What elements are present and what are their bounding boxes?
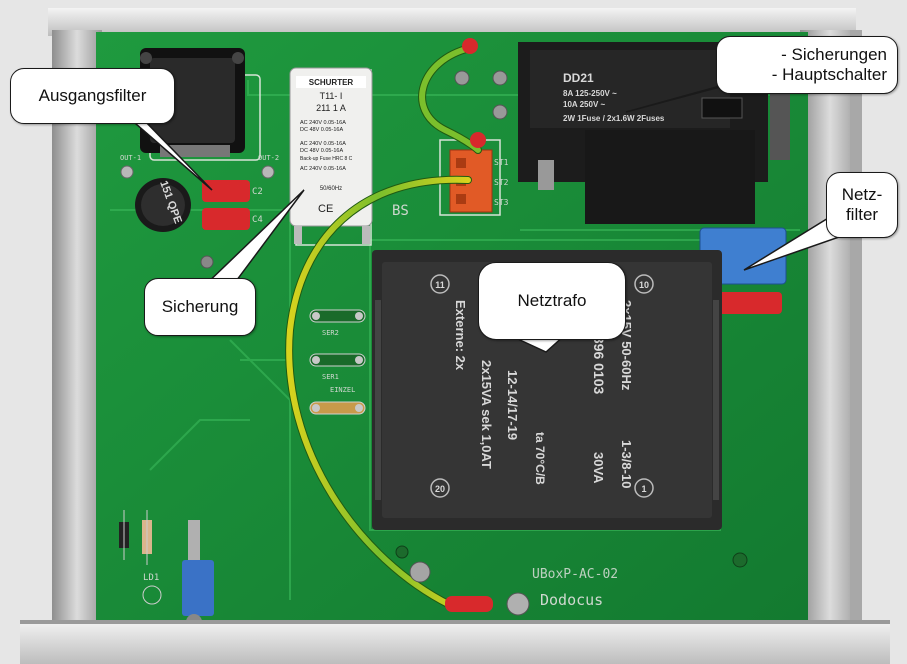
switch-fuse-module: DD21 8A 125-250V ~ 10A 250V ~ 2W 1Fuse /…: [518, 42, 790, 224]
pcb-board-id: UBoxP-AC-02: [532, 567, 618, 582]
callout-sicherung-text: Sicherung: [161, 297, 239, 317]
fuse-ce-mark: CE: [318, 203, 333, 215]
fuse-hz: 50/60Hz: [320, 186, 342, 192]
callout-netzfilter: Netz- filter: [826, 172, 898, 238]
callout-sicherungen: - Sicherungen - Hauptschalter: [716, 36, 898, 94]
callout-ausgangsfilter-text: Ausgangsfilter: [38, 86, 147, 106]
pcb-label-ser2: SER2: [322, 329, 339, 337]
pcb-label-st3: ST3: [494, 198, 509, 207]
switch-rating-1: 8A 125-250V ~: [563, 89, 617, 98]
fuse-rating-5: AC 240V 0.05-16A: [300, 166, 346, 172]
pcb-label-ld1: LD1: [143, 573, 159, 583]
fuse-part: 211 1 A: [316, 103, 346, 113]
pcb-label-bs: BS: [392, 203, 409, 219]
fuse-rating-2: DC 48V 0.05-16A: [300, 127, 343, 133]
callout-netztrafo-text: Netztrafo: [517, 291, 587, 311]
pcb-label-st2: ST2: [494, 178, 509, 187]
trafo-text-sek: 2x15VA sek 1,0AT: [479, 360, 494, 469]
callout-sicherung: Sicherung: [144, 278, 256, 336]
enclosure-right-edge: [850, 30, 862, 630]
pcb-label-einzel: EINZEL: [330, 386, 355, 394]
fuse-rating-1: AC 240V 0.05-16A: [300, 120, 346, 126]
enclosure-front-rail: [20, 620, 890, 664]
pcb-label-st1: ST1: [494, 158, 509, 167]
callout-sicherungen-line2: - Hauptschalter: [771, 65, 887, 84]
fuse-brand: SCHURTER: [309, 78, 354, 87]
mains-transformer: 11 20 10 1 Externe: 2x 2x15VA sek 1,0AT …: [372, 250, 722, 530]
switch-rating-3: 2W 1Fuse / 2x1.6W 2Fuses: [563, 114, 665, 123]
pcb-label-c4: C4: [252, 215, 263, 225]
pcb-label-out1: OUT-1: [120, 154, 141, 162]
jumper-pads: [309, 309, 366, 415]
callout-ausgangsfilter: Ausgangsfilter: [10, 68, 175, 124]
callout-netzfilter-line1: Netz-: [841, 185, 883, 205]
fuse-model: T11- I: [320, 91, 343, 101]
pcb-maker: Dodocus: [540, 591, 603, 609]
trafo-text-pins-sec: 12-14/17-19: [505, 370, 520, 440]
wire-crimps: [445, 38, 530, 616]
trafo-pin-1: 1: [641, 484, 646, 494]
fuse-rating-3: AC 240V 0.05-16A: [300, 141, 346, 147]
enclosure-top-rail: [48, 8, 856, 36]
trafo-pin-11: 11: [435, 280, 445, 290]
callout-netzfilter-line2: filter: [845, 205, 879, 224]
trafo-text-externe: Externe: 2x: [453, 300, 468, 371]
fuse-backup: Back-up Fuse HRC 8 C: [300, 156, 353, 162]
switch-model: DD21: [563, 71, 594, 85]
trafo-text-va: 30VA: [591, 452, 606, 484]
callout-sicherungen-line1: - Sicherungen: [781, 45, 887, 65]
output-choke: 151 QPE: [135, 178, 191, 232]
switch-rating-2: 10A 250V ~: [563, 100, 606, 109]
trafo-pin-20: 20: [435, 484, 445, 494]
pcb-label-out2: OUT-2: [258, 154, 279, 162]
trafo-text-pins-pri: 1-3/8-10: [619, 440, 634, 488]
pcb-label-ser1: SER1: [322, 373, 339, 381]
callout-netztrafo: Netztrafo: [478, 262, 626, 340]
fuse-rating-4: DC 48V 0.05-16A: [300, 148, 343, 154]
enclosure-left-wall: [52, 30, 102, 630]
led-and-resistors: [119, 510, 214, 630]
output-filter-capacitors: [202, 180, 250, 230]
trafo-text-ta: ta 70°C/B: [533, 432, 547, 485]
fuse-holder: SCHURTER T11- I 211 1 A AC 240V 0.05-16A…: [289, 67, 373, 244]
enclosure-front-edge: [20, 620, 890, 624]
trafo-pin-10: 10: [639, 280, 649, 290]
pcb-label-c2: C2: [252, 187, 263, 197]
